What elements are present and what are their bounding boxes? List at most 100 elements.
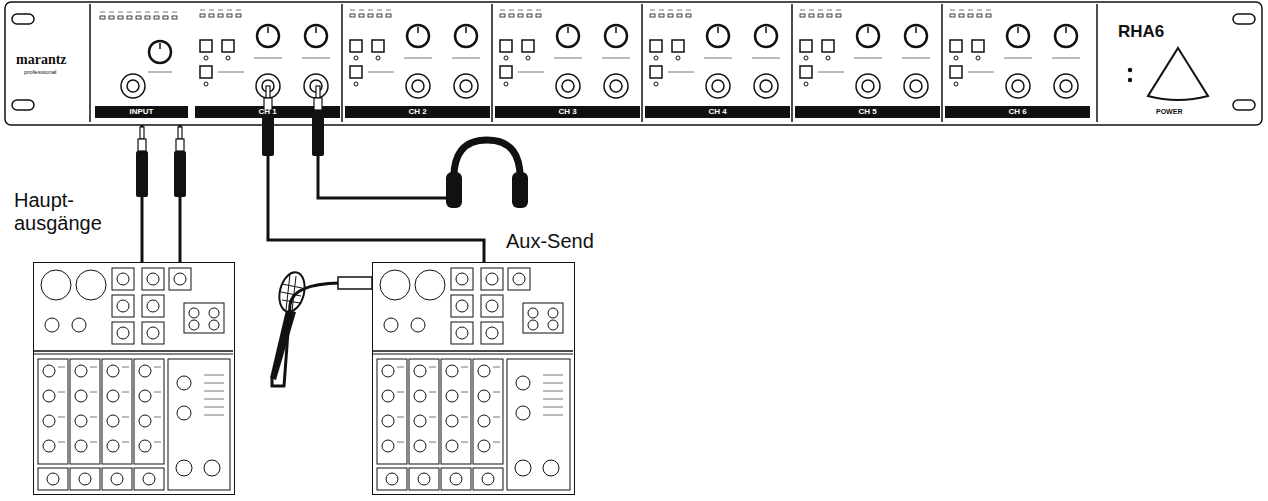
jack-hole: [760, 80, 772, 92]
strip-knob: [139, 415, 151, 427]
button: [672, 40, 684, 52]
jack-frame: [112, 295, 134, 317]
brand-sub: professional: [24, 69, 56, 76]
led: [954, 56, 958, 60]
rack-controls: [95, 4, 1090, 122]
meter-mark: [543, 399, 563, 400]
led-bar: [509, 14, 514, 17]
meter-mark: [204, 391, 224, 392]
print-mark: [677, 10, 682, 11]
strip-knob: [43, 390, 55, 402]
led-bar: [172, 16, 177, 19]
led-bar: [668, 14, 673, 17]
knob: [557, 25, 579, 47]
power-led: [1129, 79, 1132, 82]
power-label: POWER: [1156, 108, 1182, 116]
jack: [1006, 74, 1030, 98]
button: [350, 66, 362, 78]
panel-divider: [373, 354, 573, 355]
led: [204, 82, 208, 86]
brand-logo: marantz: [16, 52, 67, 68]
headphones: [318, 140, 528, 208]
channel-strip: [70, 359, 100, 464]
led-bar: [677, 14, 682, 17]
led-bar: [163, 16, 168, 19]
strip-knob: [478, 390, 490, 402]
led-bar: [536, 14, 541, 17]
headband: [454, 140, 520, 182]
jack: [454, 74, 478, 98]
print-mark: [518, 72, 544, 73]
xlr-plug: [338, 277, 372, 289]
print-mark: [109, 12, 114, 13]
print-mark: [527, 10, 532, 11]
print-mark: [818, 72, 844, 73]
knob: [149, 41, 171, 63]
section-band: [495, 106, 640, 118]
print-mark: [959, 10, 964, 11]
knob: [455, 25, 477, 47]
strip-knob: [446, 415, 458, 427]
connector-pin: [548, 308, 558, 318]
jack-hole: [412, 80, 424, 92]
strip-knob: [75, 390, 87, 402]
print-mark: [350, 10, 355, 11]
button: [500, 66, 512, 78]
jack: [754, 74, 778, 98]
button: [800, 66, 812, 78]
channel-strip: [134, 359, 164, 464]
strip-knob: [139, 365, 151, 377]
plug-tip: [266, 86, 270, 98]
xlr-socket: [76, 270, 106, 300]
knob: [605, 25, 627, 47]
section-band: [95, 106, 188, 118]
connector-pin: [209, 320, 219, 330]
section-divider: [341, 4, 343, 122]
button: [822, 40, 834, 52]
section-band: [345, 106, 490, 118]
led-bar: [368, 14, 373, 17]
button: [522, 40, 534, 52]
print-mark: [154, 392, 161, 393]
print-mark: [968, 10, 973, 11]
led: [654, 56, 658, 60]
jack-hole: [1060, 80, 1072, 92]
plug-body: [136, 151, 148, 197]
strip-footer: [441, 468, 471, 490]
section-label: CH 5: [795, 107, 940, 116]
strip-knob: [382, 390, 394, 402]
knob: [257, 25, 279, 47]
channel-strip: [102, 359, 132, 464]
strip-footer: [473, 468, 503, 490]
print-mark: [397, 417, 404, 418]
print-mark: [122, 367, 129, 368]
strip-knob: [414, 365, 426, 377]
led-bar: [809, 14, 814, 17]
print-mark: [602, 58, 630, 59]
jack: [121, 74, 145, 98]
strip-knob: [43, 440, 55, 452]
connector-pin: [189, 308, 199, 318]
led-bar: [977, 14, 982, 17]
jack: [117, 300, 129, 312]
meter-mark: [204, 399, 224, 400]
mixer: Haupt- ausgänge: [33, 262, 235, 495]
channel-strip: [441, 359, 471, 464]
print-mark: [58, 392, 65, 393]
button: [350, 40, 362, 52]
jack-frame: [508, 268, 530, 290]
print-mark: [397, 392, 404, 393]
section-band: [945, 106, 1090, 118]
jack: [904, 74, 928, 98]
xlr-socket: [415, 270, 445, 300]
section-label: CH 2: [345, 107, 490, 116]
knob-pointer: [915, 27, 917, 33]
print-mark: [404, 58, 432, 59]
led: [954, 82, 958, 86]
print-mark: [493, 392, 500, 393]
ear-cup: [512, 172, 528, 208]
section-label: CH 4: [645, 107, 790, 116]
connector-block: [184, 303, 224, 333]
jack-frame: [481, 268, 503, 290]
